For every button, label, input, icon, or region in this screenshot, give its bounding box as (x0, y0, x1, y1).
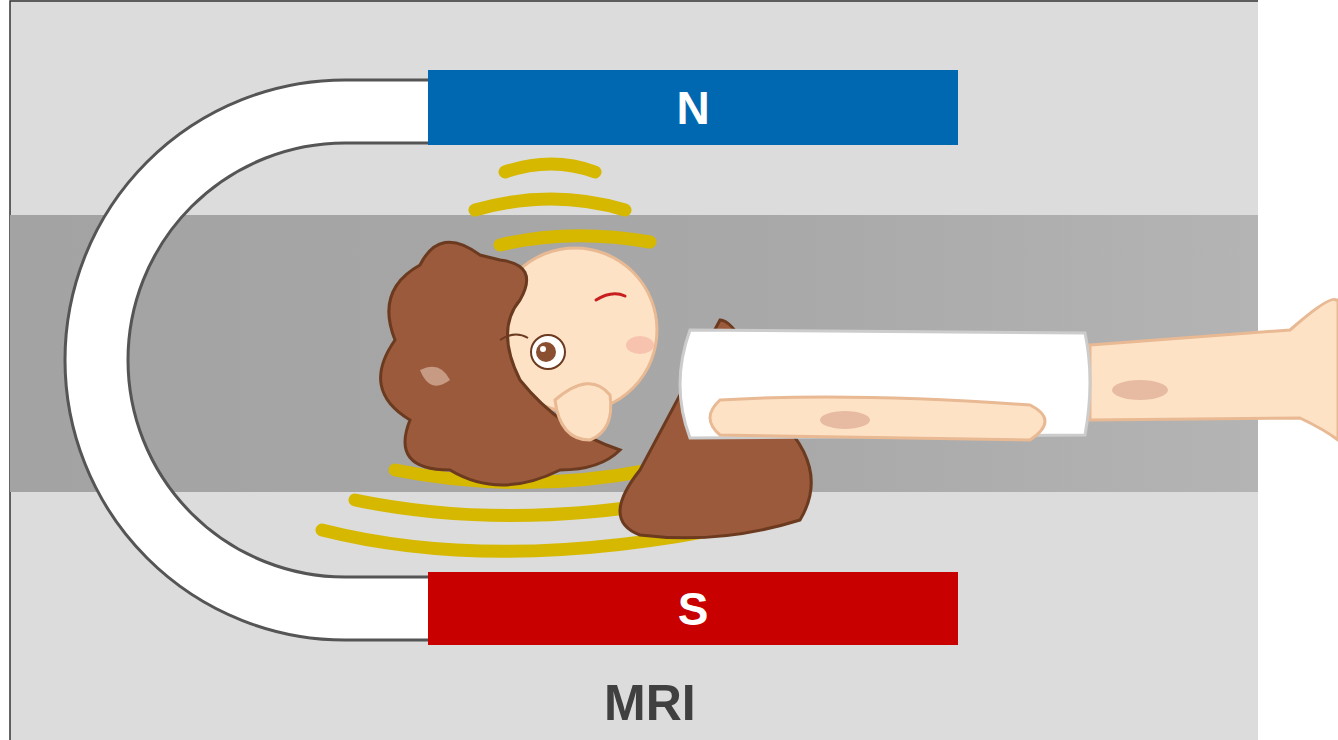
patient (381, 242, 1338, 538)
pole-label: N (676, 85, 709, 131)
background (10, 0, 1258, 740)
frame (10, 1, 1258, 740)
south-pole: S (428, 572, 958, 645)
pole-label: S (678, 586, 709, 632)
scanner-bed (10, 215, 1258, 492)
north-pole: N (428, 70, 958, 145)
title-label: MRI (604, 678, 696, 728)
horseshoe-magnet (65, 80, 430, 640)
